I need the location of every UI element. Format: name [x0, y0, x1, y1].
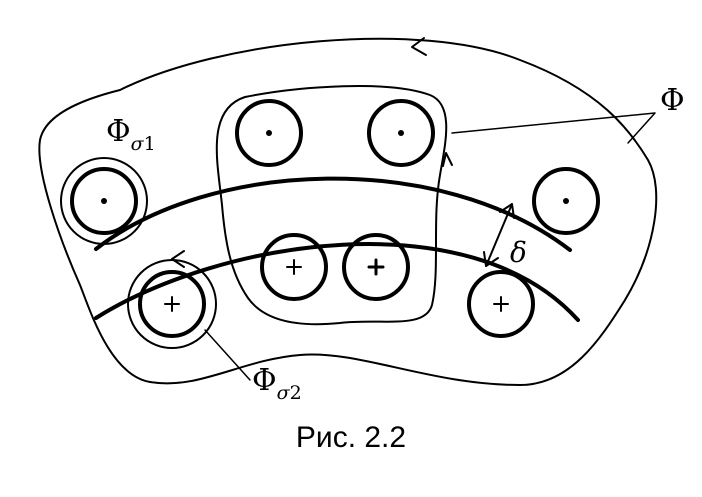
phi-sigma2-label: Φσ2: [252, 363, 302, 404]
main-flux-loop: [38, 37, 658, 386]
stator-conductor-3: [367, 99, 435, 167]
rotor-conductor-1: [138, 270, 206, 338]
air-gap-arrow-top-icon: [499, 203, 515, 219]
leakage-flux-sigma1-ring: [60, 157, 148, 245]
stator-conductor-4: [532, 167, 600, 235]
main-flux-arrow-icon: [411, 37, 427, 56]
air-gap-dimension-line: [485, 203, 513, 267]
air-gap-arrow-bottom-icon: [483, 251, 499, 267]
phi-sigma2-leader-line: [204, 329, 251, 381]
inner-flux-arrow-icon: [442, 152, 453, 167]
rotor-conductor-3: [342, 233, 410, 301]
leakage-flux-sigma2-arrow-icon: [171, 250, 185, 268]
rotor-surface-arc: [94, 242, 580, 322]
phi-main-label: Φ: [660, 83, 685, 118]
phi-leader-lines: [451, 112, 656, 144]
rotor-conductor-4: [467, 270, 535, 338]
stator-bore-arc: [94, 176, 572, 252]
air-gap-delta-label: δ: [510, 236, 527, 269]
figure-caption: Рис. 2.2: [295, 421, 407, 454]
stator-conductor-1: [70, 167, 138, 235]
stator-conductor-2: [235, 99, 303, 167]
rotor-conductor-2: [260, 233, 328, 301]
phi-sigma1-label: Φσ1: [106, 114, 156, 155]
inner-flux-loop: [215, 85, 448, 326]
